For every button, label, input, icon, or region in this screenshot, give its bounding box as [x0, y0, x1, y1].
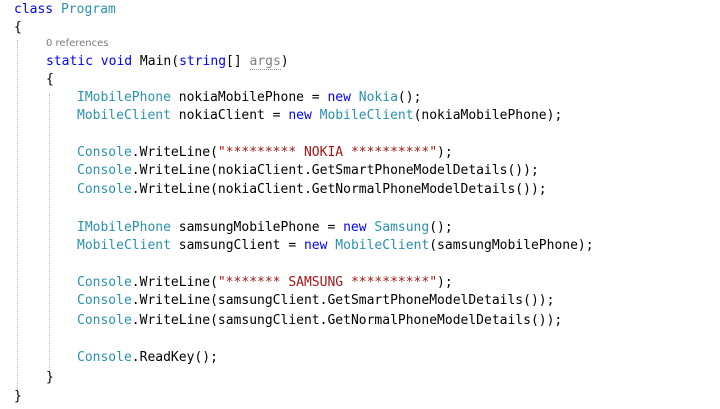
- type-token: IMobilePhone: [77, 220, 171, 235]
- unused-parameter-token: args: [249, 54, 281, 70]
- keyword-token: new: [303, 238, 328, 253]
- code-line-method-close-brace: }: [46, 370, 54, 385]
- keyword-token: new: [327, 90, 351, 105]
- string-token: "******* SAMSUNG **********": [217, 275, 438, 290]
- indent-guide-class: [17, 40, 18, 392]
- codelens-references[interactable]: 0 references: [46, 38, 109, 49]
- code-line-samsung-client: MobileClient samsungClient = new MobileC…: [77, 238, 594, 253]
- code-line-samsung-banner: Console.WriteLine("******* SAMSUNG *****…: [77, 275, 453, 290]
- type-token: MobileClient: [77, 108, 171, 123]
- type-token: Console: [77, 163, 132, 178]
- keyword-token: static: [46, 54, 93, 69]
- code-line-main-signature: static void Main(string[] args): [46, 54, 289, 70]
- code-line-samsung-normal: Console.WriteLine(samsungClient.GetNorma…: [77, 313, 563, 328]
- code-line-class-declaration: class Program: [14, 1, 720, 19]
- code-line-class-open-brace: {: [14, 20, 22, 35]
- code-line-method-open-brace: {: [46, 72, 54, 87]
- type-token: MobileClient: [319, 108, 414, 123]
- string-token: "********* NOKIA **********": [217, 145, 438, 160]
- type-token: Console: [77, 145, 132, 160]
- code-line-class-close-brace: }: [14, 389, 22, 404]
- indent-guide-method: [49, 94, 50, 374]
- type-token: Console: [77, 182, 132, 197]
- code-line-nokia-client: MobileClient nokiaClient = new MobileCli…: [77, 108, 563, 123]
- keyword-token: new: [288, 108, 312, 123]
- type-token: Console: [77, 350, 132, 365]
- code-line-nokia-normal: Console.WriteLine(nokiaClient.GetNormalP…: [77, 182, 547, 197]
- type-token: Samsung: [374, 220, 430, 235]
- code-line-nokia-banner: Console.WriteLine("********* NOKIA *****…: [77, 145, 453, 160]
- code-line-nokia-smart: Console.WriteLine(nokiaClient.GetSmartPh…: [77, 163, 539, 178]
- keyword-token: class: [14, 2, 54, 17]
- code-line-readkey: Console.ReadKey();: [77, 350, 218, 365]
- type-token: Nokia: [358, 90, 398, 105]
- code-line-samsung-phone: IMobilePhone samsungMobilePhone = new Sa…: [77, 220, 453, 235]
- keyword-token: void: [100, 54, 133, 69]
- type-token: MobileClient: [335, 238, 430, 253]
- type-token: MobileClient: [77, 238, 171, 253]
- code-line-nokia-phone: IMobilePhone nokiaMobilePhone = new Noki…: [77, 90, 422, 105]
- code-line-samsung-smart: Console.WriteLine(samsungClient.GetSmart…: [77, 293, 555, 308]
- type-token: Console: [77, 275, 132, 290]
- type-token: Console: [77, 293, 132, 308]
- type-token: Program: [60, 2, 116, 17]
- keyword-token: new: [343, 220, 367, 235]
- type-token: Console: [77, 313, 132, 328]
- type-token: IMobilePhone: [77, 90, 171, 105]
- keyword-token: string: [179, 54, 227, 69]
